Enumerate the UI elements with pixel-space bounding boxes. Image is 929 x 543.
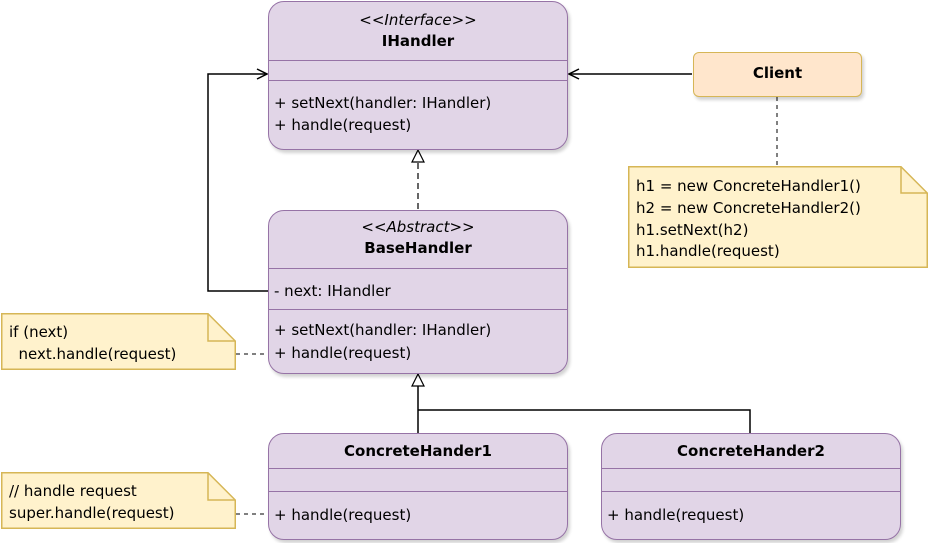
note-line: next.handle(request) [9,345,177,363]
basehandler-fields-divider [269,309,567,310]
basehandler-method: + handle(request) [274,344,412,362]
concrete-hander1-fields-divider [269,491,567,492]
basehandler-header-divider [269,268,567,269]
concrete-hander1-header-divider [269,468,567,469]
generalization-connector-2 [418,409,751,433]
ihandler-class[interactable]: <<Interface>> IHandler + setNext(handler… [268,1,568,150]
ihandler-fields-divider [269,80,567,81]
note-shape [628,166,928,268]
client-code-note: h1 = new ConcreteHandler1() h2 = new Con… [628,166,928,268]
ihandler-method: + setNext(handler: IHandler) [274,94,492,112]
concrete-hander1-method: + handle(request) [274,506,412,524]
note-line: h1 = new ConcreteHandler1() [636,177,861,195]
concrete-hander2-header-divider [602,468,900,469]
concrete-hander1-name: ConcreteHander1 [344,442,492,460]
concrete-hander2-fields-divider [602,491,900,492]
note-shape [1,313,236,370]
basehandler-method: + setNext(handler: IHandler) [274,321,492,339]
note-line: h1.setNext(h2) [636,221,749,239]
concrete-hander2-class[interactable]: ConcreteHander2 + handle(request) [601,433,901,540]
client-box[interactable]: Client [693,52,862,97]
note-line: super.handle(request) [9,504,175,522]
concrete-hander2-name: ConcreteHander2 [677,442,825,460]
ihandler-header-divider [269,60,567,61]
ihandler-stereotype: <<Interface>> [359,11,477,29]
basehandler-stereotype: <<Abstract>> [361,218,475,236]
ihandler-name: IHandler [381,32,455,50]
aggregation-connector [207,74,268,291]
note-line: // handle request [9,482,137,500]
base-handle-note: if (next) next.handle(request) [1,313,236,370]
basehandler-name: BaseHandler [364,239,472,257]
basehandler-field: - next: IHandler [274,282,391,300]
note-line: h2 = new ConcreteHandler2() [636,199,861,217]
concrete-hander1-class[interactable]: ConcreteHander1 + handle(request) [268,433,568,540]
concrete-handle-note: // handle request super.handle(request) [1,472,236,529]
note-line: if (next) [9,323,69,341]
ihandler-method: + handle(request) [274,116,412,134]
note-line: h1.handle(request) [636,242,780,260]
basehandler-class[interactable]: <<Abstract>> BaseHandler - next: IHandle… [268,210,568,374]
note-shape [1,472,236,529]
concrete-hander2-method: + handle(request) [607,506,745,524]
